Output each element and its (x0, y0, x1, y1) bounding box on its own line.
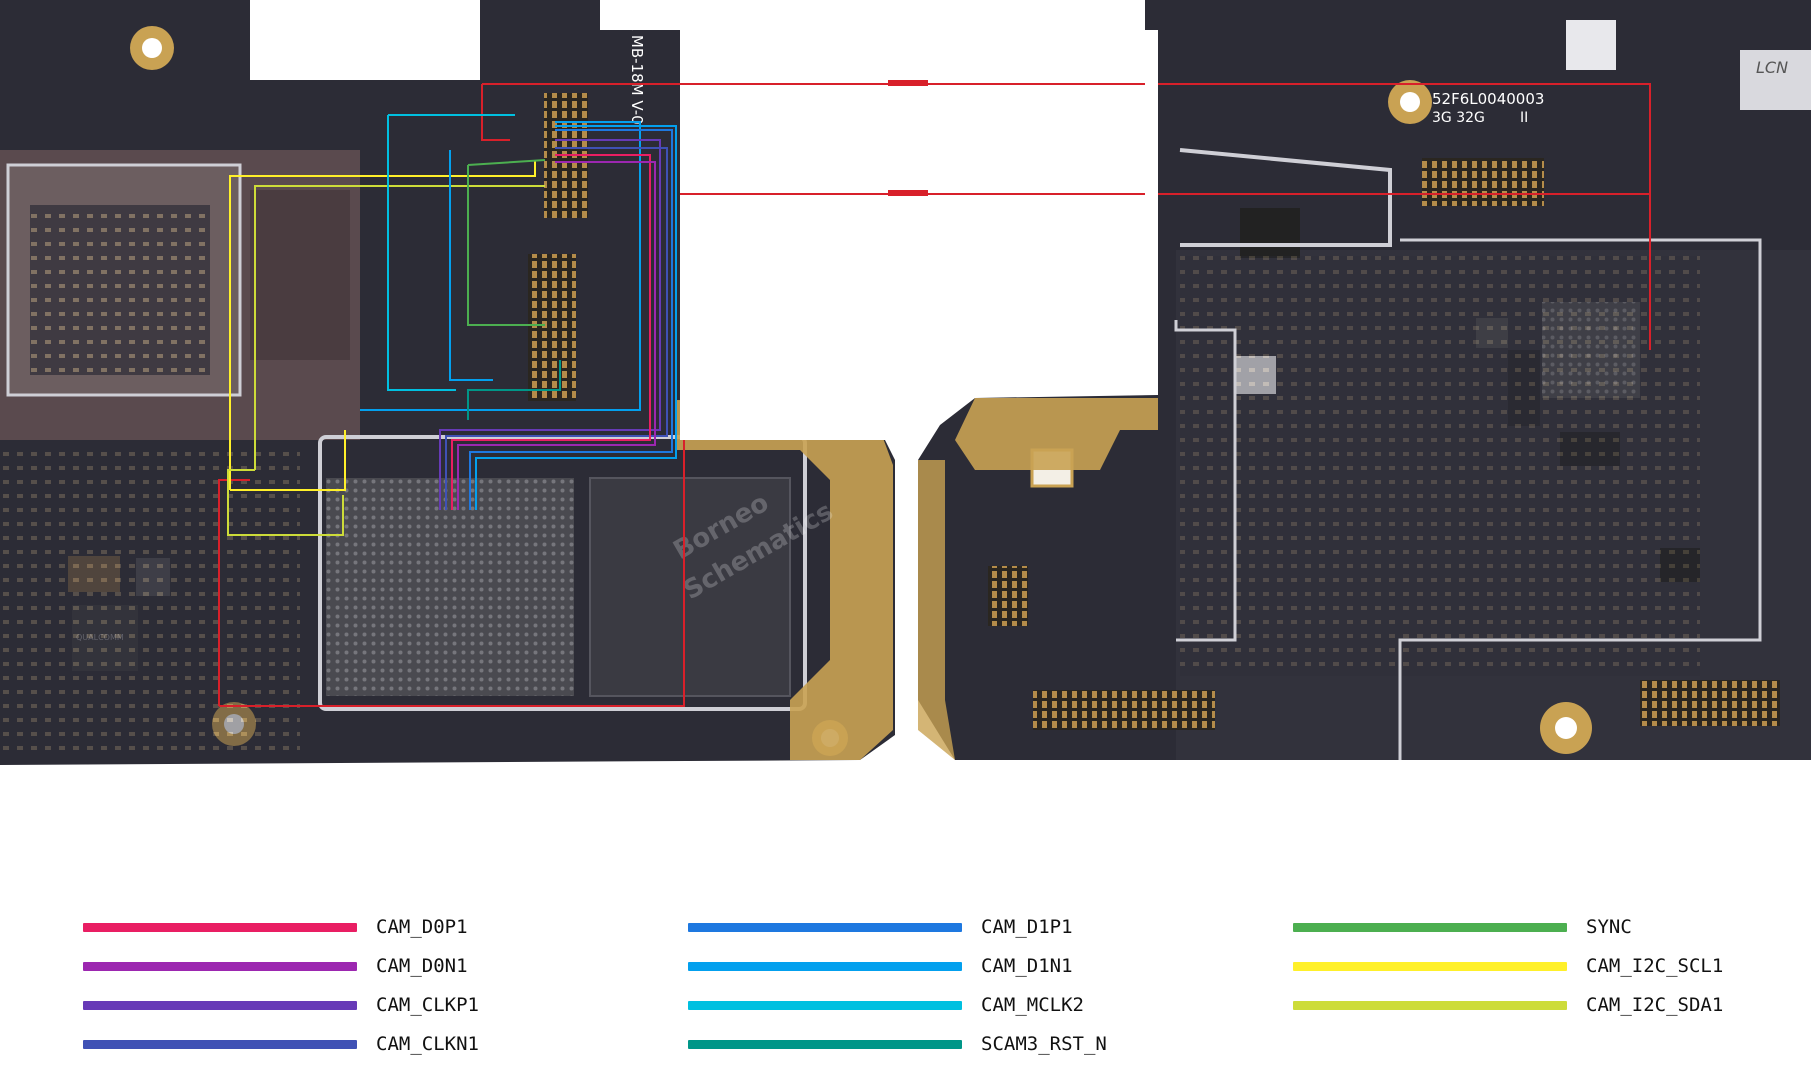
right-silkscreen-code: 52F6L0040003 (1432, 90, 1544, 108)
lcn-module (1740, 50, 1811, 110)
left-silkscreen: XK MB-18M V-0 (628, 10, 646, 125)
trace-blue-d1p (469, 129, 673, 510)
left-connector-mid (528, 254, 576, 401)
right-connector-top (1422, 158, 1544, 206)
right-silkscreen-mark: II (1520, 110, 1528, 126)
legend-label: CAM_CLKN1 (376, 1033, 479, 1055)
legend-label: CAM_D1P1 (981, 916, 1073, 938)
pcb-board-photo: QUALCOMM XK MB-18M V-0 (0, 0, 1811, 765)
legend-swatch (688, 923, 962, 932)
legend-swatch (1293, 1001, 1567, 1010)
trace-lightblue-d1n (475, 125, 677, 510)
trace-cyan-mclk (360, 121, 641, 411)
legend-label: CAM_CLKP1 (376, 994, 479, 1016)
right-silkscreen-sub: 3G 32G (1432, 110, 1485, 126)
legend-swatch (688, 962, 962, 971)
board-cutout-right (1145, 30, 1158, 395)
legend-swatch (688, 1040, 962, 1049)
trace-teal-rst (387, 114, 515, 391)
legend-swatch (83, 923, 357, 932)
right-connector-bottom-2 (1640, 680, 1780, 726)
left-bga-soc (326, 478, 574, 696)
legend-label: SYNC (1586, 916, 1632, 938)
trace-magenta-d0n (457, 161, 656, 510)
legend-swatch (83, 962, 357, 971)
legend-label: CAM_I2C_SCL1 (1586, 955, 1724, 977)
right-connector-small (988, 566, 1028, 626)
lcn-label: LCN (1756, 58, 1788, 77)
legend-swatch (1293, 923, 1567, 932)
legend-label: CAM_D1N1 (981, 955, 1073, 977)
legend-label: CAM_D0N1 (376, 955, 468, 977)
legend-label: CAM_MCLK2 (981, 994, 1084, 1016)
trace-pink-d0p (451, 154, 651, 510)
legend-swatch (1293, 962, 1567, 971)
legend-label: SCAM3_RST_N (981, 1033, 1107, 1055)
right-connector-bottom-1 (1033, 690, 1215, 730)
right-board: LCN 52F6L0040003 3G 32G II (912, 0, 1811, 760)
trace-yellow-scl (229, 160, 536, 491)
left-memory-chip (589, 477, 791, 697)
trace-purple-clk (439, 139, 661, 510)
board-cutout-left (680, 30, 912, 440)
legend-label: CAM_I2C_SDA1 (1586, 994, 1724, 1016)
trace-lime-sda (227, 185, 545, 536)
legend-swatch (83, 1001, 357, 1010)
trace-green-sync (467, 159, 546, 326)
legend-label: CAM_D0P1 (376, 916, 468, 938)
legend-swatch (688, 1001, 962, 1010)
trace-indigo-clkn (445, 147, 668, 510)
trace-teal-scam (467, 360, 561, 420)
legend-swatch (83, 1040, 357, 1049)
trace-red-mid (481, 84, 510, 141)
